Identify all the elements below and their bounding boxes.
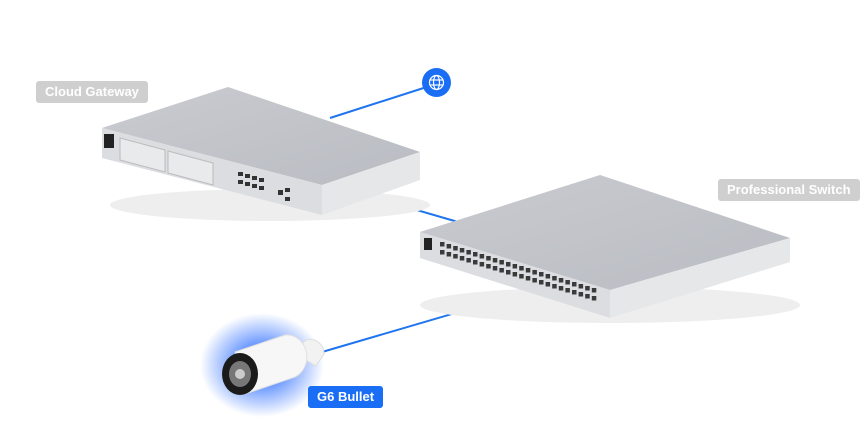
switch-port <box>565 288 570 293</box>
switch-port <box>453 246 458 251</box>
switch-port <box>525 276 531 281</box>
g6-bullet-camera[interactable] <box>200 313 325 417</box>
switch-port <box>492 258 498 263</box>
switch-port <box>440 250 445 255</box>
switch-port <box>558 278 564 283</box>
switch-port <box>506 270 511 275</box>
switch-port <box>440 242 445 247</box>
switch-port <box>552 276 557 281</box>
switch-port <box>512 264 518 269</box>
switch-port <box>519 274 524 279</box>
switch-port <box>591 288 597 293</box>
switch-port <box>459 248 465 253</box>
professional-switch-label: Professional Switch <box>718 179 860 201</box>
switch-port <box>479 254 485 259</box>
switch-port <box>539 272 544 277</box>
switch-port <box>578 292 584 297</box>
switch-port <box>552 284 557 289</box>
switch-port <box>499 260 504 265</box>
switch-port <box>453 254 458 259</box>
switch-port <box>486 264 491 269</box>
switch-port <box>519 266 524 271</box>
globe-icon <box>428 74 445 91</box>
switch-port <box>565 280 570 285</box>
switch-port <box>499 268 504 273</box>
switch-port <box>512 272 518 277</box>
internet-globe-icon[interactable] <box>422 68 451 97</box>
switch-port <box>545 274 551 279</box>
switch-port <box>572 290 577 295</box>
switch-port <box>591 296 597 301</box>
switch-port <box>446 252 452 257</box>
link-internet-gateway <box>329 83 437 119</box>
switch-port <box>585 294 590 299</box>
switch-port <box>473 260 478 265</box>
switch-port <box>585 286 590 291</box>
switch-port <box>459 256 465 261</box>
switch-port <box>479 262 485 267</box>
cloud-gateway-device[interactable] <box>102 87 430 221</box>
switch-port <box>473 252 478 257</box>
switch-port <box>539 280 544 285</box>
switch-port <box>558 286 564 291</box>
professional-switch-device[interactable] <box>420 175 800 323</box>
switch-port <box>532 278 537 283</box>
cloud-gateway-label: Cloud Gateway <box>36 81 148 103</box>
g6-bullet-label: G6 Bullet <box>308 386 384 408</box>
switch-port <box>446 244 452 249</box>
switch-port <box>578 284 584 289</box>
switch-port <box>492 266 498 271</box>
switch-port <box>532 270 537 275</box>
switch-port <box>466 250 471 255</box>
switch-port <box>466 258 471 263</box>
switch-port <box>545 282 551 287</box>
switch-port <box>572 282 577 287</box>
switch-port <box>506 262 511 267</box>
switch-port <box>525 268 531 273</box>
switch-port <box>486 256 491 261</box>
